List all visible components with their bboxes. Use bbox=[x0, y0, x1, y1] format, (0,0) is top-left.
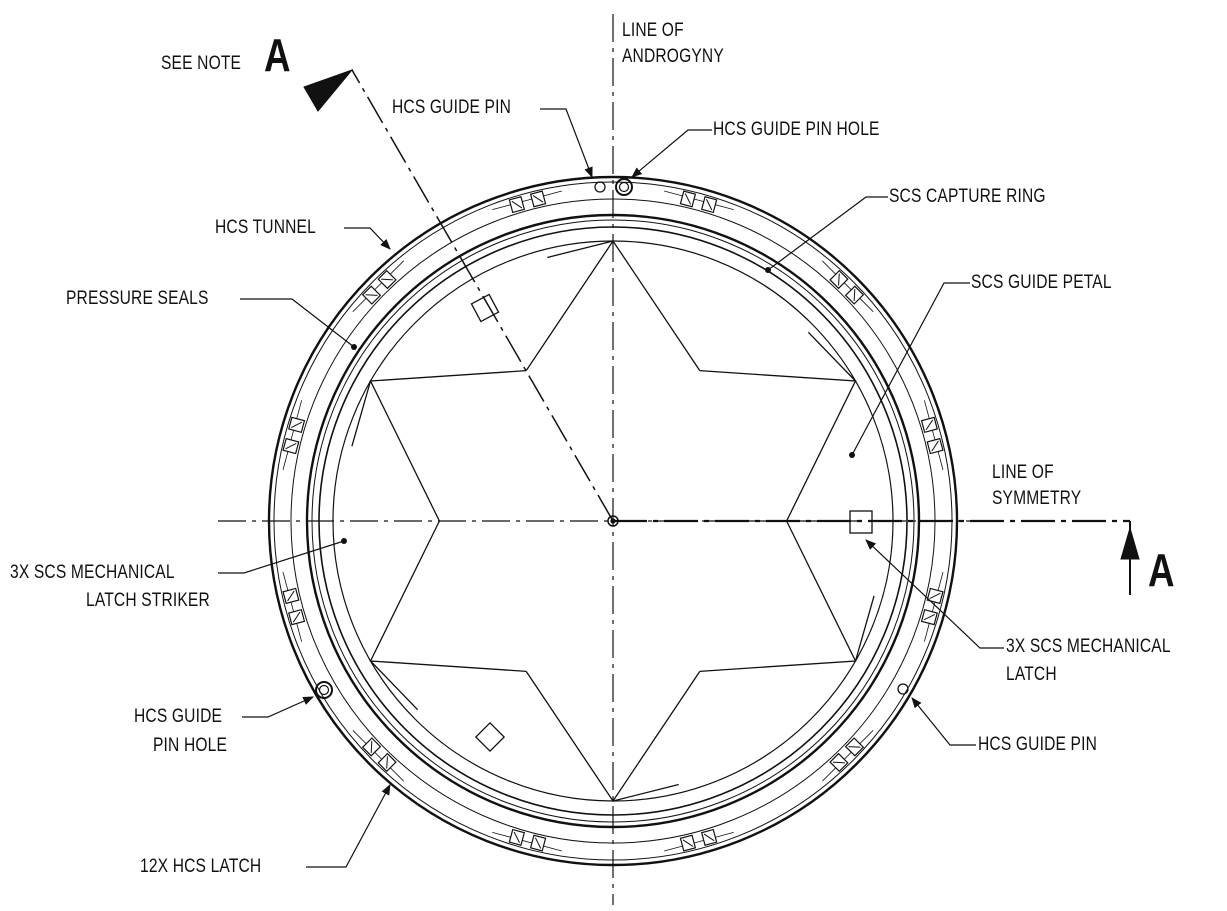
label-hcs-guide-pin-hole-top: HCS GUIDE PIN HOLE bbox=[713, 119, 880, 140]
label-scs-capture-ring: SCS CAPTURE RING bbox=[889, 186, 1046, 207]
small-squares bbox=[470, 293, 873, 753]
section-label-right: A bbox=[1148, 544, 1175, 596]
hcs-latch bbox=[282, 400, 306, 470]
leader-dots bbox=[341, 267, 855, 544]
section-arrows bbox=[303, 68, 1140, 595]
hcs-latch bbox=[492, 828, 562, 852]
scs-guide-petals bbox=[351, 239, 875, 803]
label-see-note: SEE NOTE bbox=[161, 53, 242, 74]
hcs-latch bbox=[664, 828, 734, 852]
leader-hcs-guide-pin-hole-top bbox=[631, 129, 712, 178]
hcs-latch bbox=[352, 260, 404, 312]
section-line-diagonal bbox=[351, 69, 614, 522]
hcs-latch bbox=[664, 190, 734, 214]
leader-hcs-guide-pin-right bbox=[911, 697, 976, 746]
hcs-latch bbox=[920, 400, 944, 470]
label-line-of-symmetry-2: SYMMETRY bbox=[992, 488, 1082, 509]
hcs-latch bbox=[822, 260, 874, 312]
leader-scs-capture-ring bbox=[767, 196, 888, 271]
label-hcs-guide-pin-top: HCS GUIDE PIN bbox=[392, 97, 512, 118]
hcs-latch bbox=[282, 572, 306, 642]
scs-guide-petal bbox=[369, 520, 527, 711]
center-point bbox=[607, 515, 619, 527]
centerlines bbox=[218, 14, 1130, 905]
label-line-of-symmetry-1: LINE OF bbox=[992, 462, 1054, 483]
label-scs-mech-latch-2: LATCH bbox=[1006, 664, 1057, 685]
hcs-tunnel-outer bbox=[267, 175, 959, 867]
scs-guide-petal bbox=[525, 239, 701, 372]
leader-hcs-guide-pin-top bbox=[540, 108, 593, 179]
label-hcs-guide-pin-hole-left-2: PIN HOLE bbox=[153, 735, 228, 756]
label-latch-striker-2: LATCH STRIKER bbox=[86, 590, 210, 611]
label-line-of-androgyny-1: LINE OF bbox=[622, 20, 684, 41]
leader-pressure-seals bbox=[240, 298, 355, 348]
section-arrow-top bbox=[303, 68, 354, 112]
hcs-guide-pin-hole-left bbox=[315, 681, 333, 699]
label-scs-mech-latch-1: 3X SCS MECHANICAL bbox=[1006, 636, 1171, 657]
leader-lines bbox=[218, 108, 1004, 868]
leader-hcs-tunnel bbox=[344, 227, 391, 250]
scs-guide-petal bbox=[699, 520, 875, 672]
pressure-seal-ring bbox=[305, 213, 921, 829]
hcs-guide-pin-hole-top bbox=[615, 178, 633, 196]
scs-capture-ring bbox=[318, 226, 908, 816]
label-hcs-guide-pin-hole-left-1: HCS GUIDE bbox=[134, 706, 223, 727]
scs-guide-petal bbox=[351, 370, 527, 522]
label-hcs-tunnel: HCS TUNNEL bbox=[215, 217, 316, 238]
scs-guide-petal bbox=[699, 331, 857, 522]
guide-pins bbox=[315, 178, 909, 699]
label-pressure-seals: PRESSURE SEALS bbox=[66, 288, 209, 309]
hcs-latch bbox=[352, 730, 404, 782]
leader-latch-striker bbox=[218, 540, 345, 574]
latch-band-inner bbox=[290, 198, 936, 844]
hcs-guide-pin-top bbox=[594, 181, 606, 193]
leader-scs-mech-latch bbox=[865, 539, 1004, 649]
label-line-of-androgyny-2: ANDROGYNY bbox=[622, 46, 724, 67]
hcs-latches bbox=[282, 190, 944, 852]
hcs-latch bbox=[920, 572, 944, 642]
hcs-latch bbox=[822, 730, 874, 782]
leader-hcs-latch bbox=[306, 784, 391, 868]
label-hcs-latch: 12X HCS LATCH bbox=[140, 856, 262, 877]
hcs-latch bbox=[492, 190, 562, 214]
scs-mech-latch-square bbox=[849, 510, 873, 534]
section-arrow-right bbox=[1120, 526, 1140, 560]
hcs-guide-pin-right bbox=[897, 683, 909, 695]
leader-scs-guide-petal bbox=[851, 282, 970, 456]
leader-hcs-guide-pin-hole-left bbox=[242, 696, 314, 718]
label-hcs-guide-pin-right: HCS GUIDE PIN bbox=[978, 734, 1098, 755]
scs-guide-petal bbox=[525, 670, 701, 803]
hcs-tunnel-rings bbox=[267, 175, 959, 867]
label-latch-striker-1: 3X SCS MECHANICAL bbox=[10, 562, 175, 583]
label-scs-guide-petal: SCS GUIDE PETAL bbox=[971, 272, 1112, 293]
section-label-top: A bbox=[264, 29, 291, 81]
